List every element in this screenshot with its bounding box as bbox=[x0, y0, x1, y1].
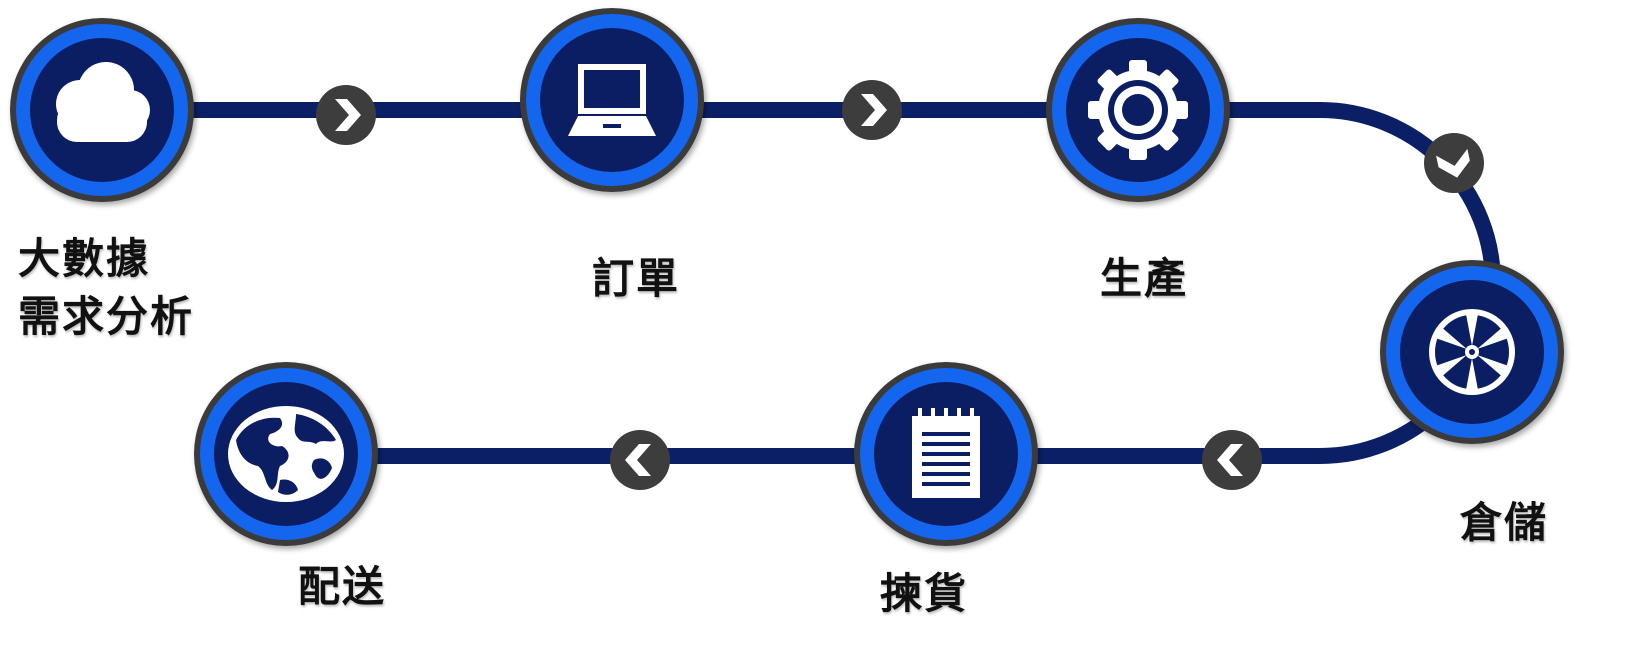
cloud-icon bbox=[56, 62, 150, 142]
node-production bbox=[1046, 18, 1230, 202]
laptop-icon bbox=[568, 64, 656, 136]
step-label-production: 生產 bbox=[1100, 254, 1189, 303]
connector-2 bbox=[842, 80, 902, 140]
gear-icon bbox=[1088, 60, 1188, 160]
chevron-right-icon bbox=[335, 99, 361, 131]
chevron-left-icon bbox=[1217, 444, 1243, 476]
step-label-big-data: 大數據 需求分析 bbox=[18, 234, 195, 341]
chevron-right-icon bbox=[861, 94, 887, 126]
chevron-left-icon bbox=[625, 444, 651, 476]
connector-4 bbox=[1202, 430, 1262, 490]
node-order bbox=[520, 8, 704, 192]
step-label-delivery: 配送 bbox=[298, 562, 387, 611]
connector-5 bbox=[610, 430, 670, 490]
globe-icon bbox=[228, 406, 344, 502]
node-delivery bbox=[194, 362, 378, 546]
connector-1 bbox=[316, 85, 376, 145]
node-big-data bbox=[10, 18, 194, 202]
step-label-picking: 揀貨 bbox=[880, 569, 969, 618]
node-storage bbox=[1380, 260, 1564, 444]
notepad-icon bbox=[912, 408, 980, 498]
node-picking bbox=[854, 362, 1038, 546]
wheel-icon bbox=[1429, 309, 1515, 395]
chevron-down-icon bbox=[1436, 148, 1470, 178]
connector-3 bbox=[1424, 133, 1484, 193]
step-label-storage: 倉儲 bbox=[1460, 498, 1549, 547]
step-label-order: 訂單 bbox=[592, 254, 681, 303]
